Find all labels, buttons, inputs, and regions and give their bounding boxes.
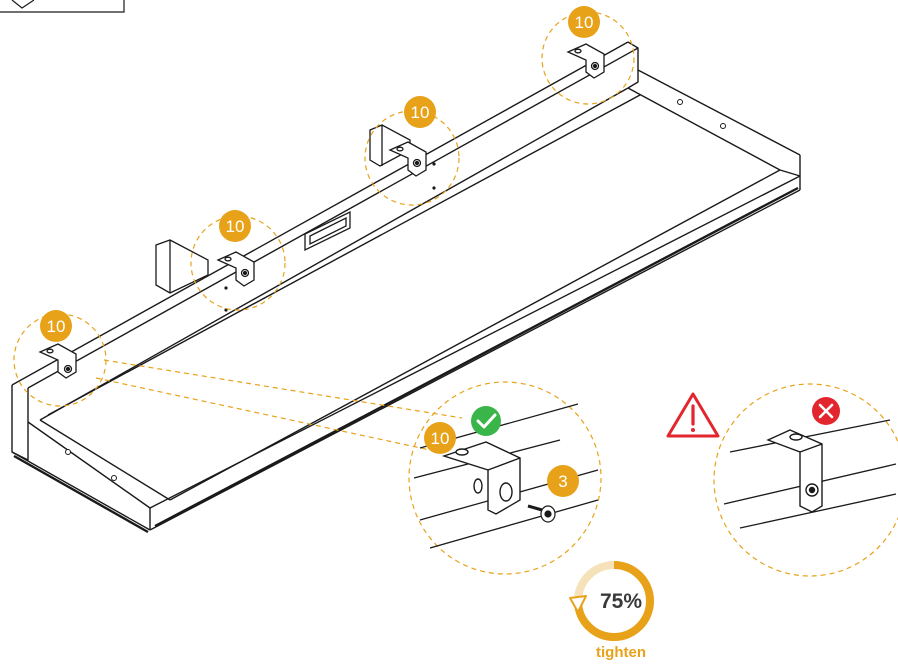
torque-indicator: 75% tighten [569,561,654,661]
svg-text:10: 10 [47,317,66,336]
detail-leaders [95,359,463,451]
torque-progress-arc [574,561,654,641]
base-shadow [13,186,799,534]
check-icon [471,406,501,436]
detail-correct [408,381,602,575]
svg-text:10: 10 [226,217,245,236]
warning-triangle-icon [666,392,720,438]
detail-incorrect [713,383,898,577]
callout-bracket-3: 10 [404,96,436,128]
frame-holes [65,99,726,481]
frame-brackets [38,43,605,379]
vertical-plates [155,124,411,294]
highlight-circles [13,11,635,407]
torque-percent: 75% [600,590,642,613]
screw [527,504,556,523]
callout-bracket-1: 10 [40,310,72,342]
previous-step-fragment [0,0,125,13]
cable-cutout [304,210,351,252]
plate-holes [224,162,436,312]
torque-label: tighten [596,644,646,661]
rotate-arrow-icon [569,595,587,613]
frame-drawing [11,41,801,531]
svg-text:10: 10 [431,429,450,448]
svg-text:10: 10 [575,13,594,32]
svg-text:3: 3 [558,472,567,491]
callout-bracket-2: 10 [219,210,251,242]
cross-icon [812,397,840,425]
callout-screw-detail: 3 [547,465,579,497]
callout-bracket-detail: 10 [424,422,456,454]
svg-text:10: 10 [411,103,430,122]
callout-bracket-4: 10 [568,6,600,38]
